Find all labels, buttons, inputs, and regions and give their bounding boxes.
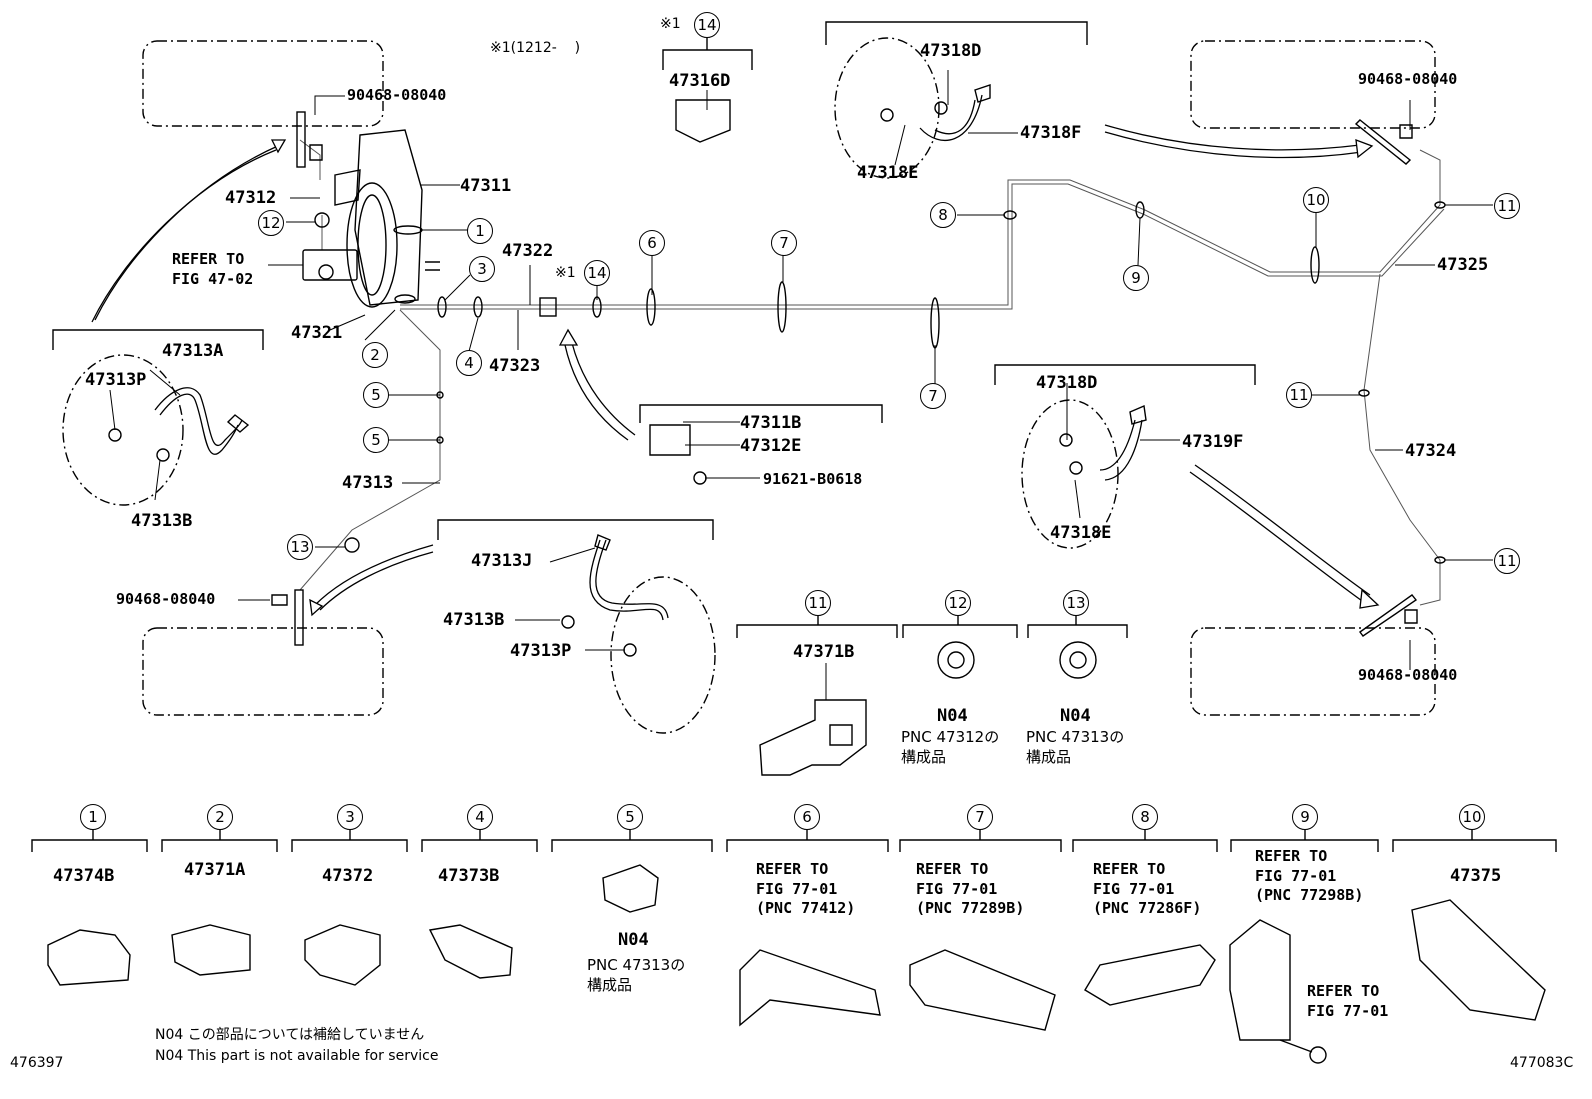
group-brackets xyxy=(31,21,1557,852)
part-47313P-left: 47313P xyxy=(85,370,147,390)
callout-7a: 7 xyxy=(771,230,797,256)
bottom-num-2: 2 xyxy=(207,804,233,830)
footer-note-en: N04 This part is not available for servi… xyxy=(155,1048,439,1064)
callout-11a: 11 xyxy=(1494,193,1520,219)
flex-hoses xyxy=(154,94,1143,621)
master-cylinder xyxy=(302,129,440,308)
bottom-part-47373B: 47373B xyxy=(438,866,500,886)
extra-ref-fig-77-01: REFER TO FIG 77-01 xyxy=(1307,982,1389,1020)
part-47371B: 47371B xyxy=(793,642,855,662)
part-47319F: 47319F xyxy=(1182,432,1244,452)
n04-13: N04 xyxy=(1060,706,1091,726)
group-num-12: 12 xyxy=(945,590,971,616)
part-47322: 47322 xyxy=(502,241,554,261)
part-47313: 47313 xyxy=(342,473,394,493)
pnc-47312-note: PNC 47312の 構成品 xyxy=(901,728,1000,767)
part-47323: 47323 xyxy=(489,356,541,376)
part-47321: 47321 xyxy=(291,323,343,343)
part-47325: 47325 xyxy=(1437,255,1489,275)
callout-8: 8 xyxy=(930,202,956,228)
callout-11c: 11 xyxy=(1494,548,1520,574)
bottom-num-5: 5 xyxy=(617,804,643,830)
part-47312E: 47312E xyxy=(740,436,802,456)
part-90468-bottom-left: 90468-08040 xyxy=(116,590,216,608)
part-47311B: 47311B xyxy=(740,413,802,433)
callout-10: 10 xyxy=(1303,187,1329,213)
part-47318E-top: 47318E xyxy=(857,163,919,183)
bottom-num-4: 4 xyxy=(467,804,493,830)
callout-2: 2 xyxy=(362,342,388,368)
part-90468-top-left: 90468-08040 xyxy=(347,86,447,104)
callout-1: 1 xyxy=(467,218,493,244)
bottom-part-n04: N04 xyxy=(618,930,649,950)
callout-12: 12 xyxy=(258,210,284,236)
bottom-num-1: 1 xyxy=(80,804,106,830)
bottom-clip-drawings xyxy=(47,864,1546,1064)
callout-5a: 5 xyxy=(363,382,389,408)
callout-5b: 5 xyxy=(363,427,389,453)
part-90468-bottom-right: 90468-08040 xyxy=(1358,666,1458,684)
part-47312: 47312 xyxy=(225,188,277,208)
callout-6: 6 xyxy=(639,230,665,256)
note-14-top: ※1 xyxy=(660,16,681,32)
callout-3: 3 xyxy=(469,256,495,282)
callout-4: 4 xyxy=(456,350,482,376)
bottom-ref-77412: REFER TO FIG 77-01 (PNC 77412) xyxy=(756,860,856,917)
bottom-num-10: 10 xyxy=(1459,804,1485,830)
part-47313P-bottom: 47313P xyxy=(510,641,572,661)
refer-fig-47-02: REFER TO FIG 47-02 xyxy=(172,250,254,288)
callout-7b: 7 xyxy=(920,383,946,409)
flow-arrows xyxy=(91,124,1380,617)
n04-12: N04 xyxy=(937,706,968,726)
pnc-47313-note: PNC 47313の 構成品 xyxy=(1026,728,1125,767)
part-47313B-left: 47313B xyxy=(131,511,193,531)
bottom-ref-77286F: REFER TO FIG 77-01 (PNC 77286F) xyxy=(1093,860,1202,917)
part-47318F: 47318F xyxy=(1020,123,1082,143)
part-47311: 47311 xyxy=(460,176,512,196)
bottom-num-6: 6 xyxy=(794,804,820,830)
bottom-part-47374B: 47374B xyxy=(53,866,115,886)
fittings xyxy=(108,84,1418,657)
bottom-num-8: 8 xyxy=(1132,804,1158,830)
footer-right-id: 477083C xyxy=(1510,1055,1574,1071)
part-47313B-bottom: 47313B xyxy=(443,610,505,630)
footer-left-id: 476397 xyxy=(10,1055,64,1071)
bottom-num-7: 7 xyxy=(967,804,993,830)
part-47324: 47324 xyxy=(1405,441,1457,461)
part-47318E-right: 47318E xyxy=(1050,523,1112,543)
callout-9: 9 xyxy=(1123,265,1149,291)
part-47313A: 47313A xyxy=(162,341,224,361)
part-91621-B0618: 91621-B0618 xyxy=(763,470,863,488)
part-47318D-top: 47318D xyxy=(920,41,982,61)
clip-drawings xyxy=(759,641,1097,776)
bottom-part-47372: 47372 xyxy=(322,866,374,886)
part-47316D: 47316D xyxy=(669,71,731,91)
bottom-ref-77298B: REFER TO FIG 77-01 (PNC 77298B) xyxy=(1255,847,1364,904)
bottom-num-3: 3 xyxy=(337,804,363,830)
callout-13: 13 xyxy=(287,534,313,560)
bottom-part-47371A: 47371A xyxy=(184,860,246,880)
revision-note: ※1(1212- ) xyxy=(490,40,581,56)
bottom-num-9: 9 xyxy=(1292,804,1318,830)
leader-lines xyxy=(109,70,1493,700)
wheel-outlines xyxy=(62,37,1436,734)
group-num-13: 13 xyxy=(1063,590,1089,616)
part-47318D-right: 47318D xyxy=(1036,373,1098,393)
callout-14a: 14 xyxy=(694,12,720,38)
part-47313J: 47313J xyxy=(471,551,533,571)
brake-tubes xyxy=(299,139,1445,606)
note-14-mid: ※1 xyxy=(555,265,576,281)
bottom-ref-77289B: REFER TO FIG 77-01 (PNC 77289B) xyxy=(916,860,1025,917)
callout-11b: 11 xyxy=(1286,382,1312,408)
bottom-part-47375: 47375 xyxy=(1450,866,1502,886)
footer-note-jp: N04 この部品については補給していません xyxy=(155,1027,425,1043)
part-90468-top-right: 90468-08040 xyxy=(1358,70,1458,88)
callout-14b: 14 xyxy=(584,260,610,286)
bottom-pnc-47313-note: PNC 47313の 構成品 xyxy=(587,956,686,995)
group-num-11: 11 xyxy=(805,590,831,616)
